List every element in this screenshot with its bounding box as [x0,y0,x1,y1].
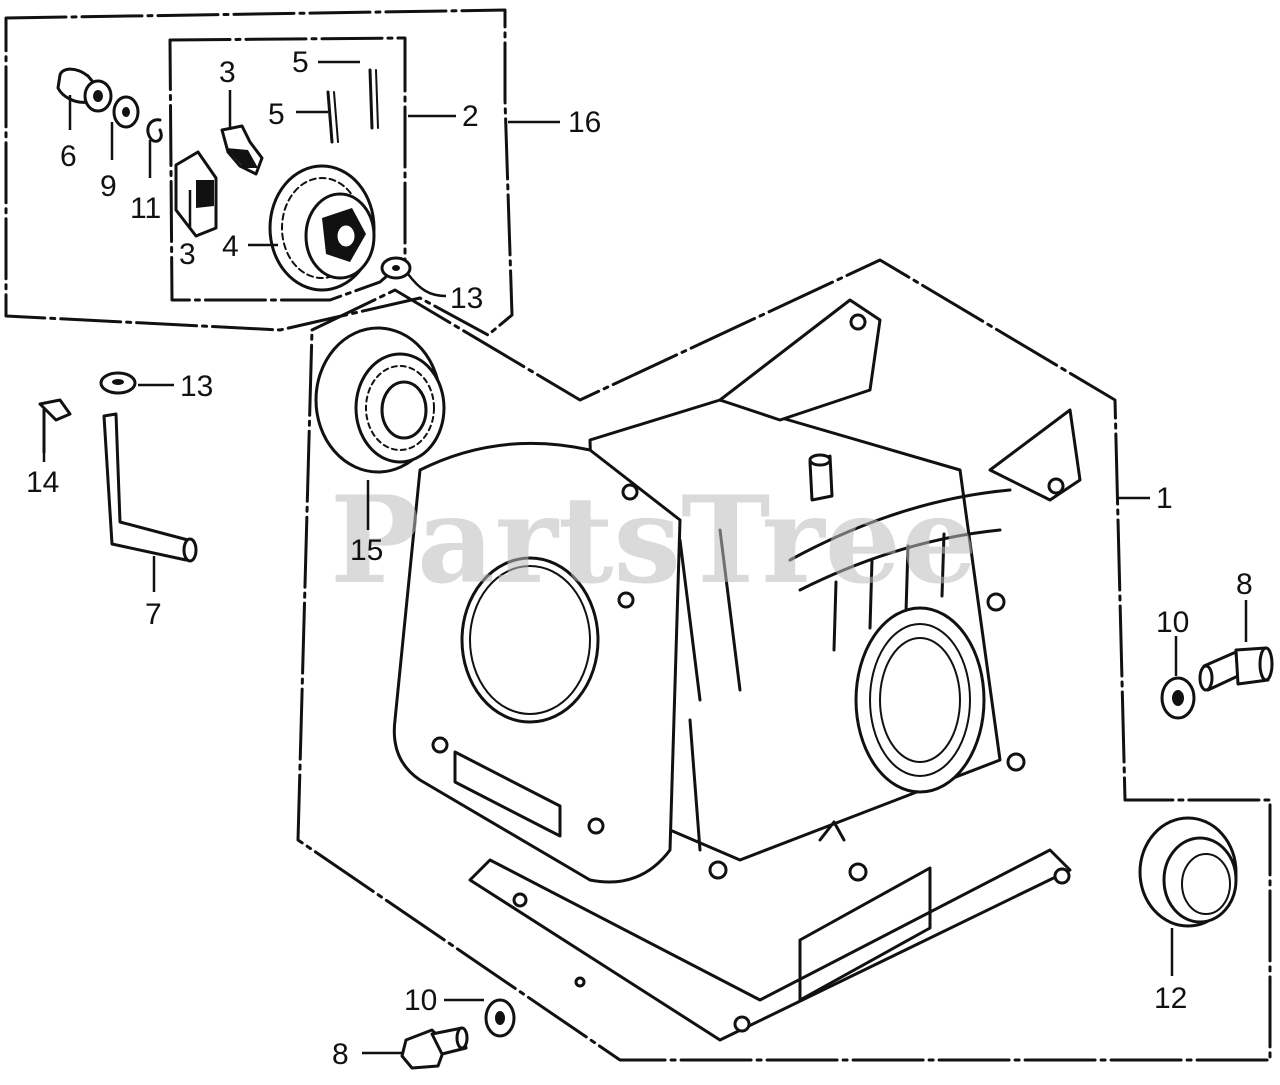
callout-8-right: 8 [1236,568,1253,601]
callout-16: 16 [568,106,601,139]
callout-6: 6 [60,140,77,173]
part-7-pipe [102,412,198,563]
callout-12: 12 [1154,982,1187,1015]
part-13-washer-lower [99,371,137,395]
part-3-cam-lower [174,150,218,238]
callout-4: 4 [222,230,239,263]
part-9-washer [112,95,140,129]
leader-lines [42,60,1248,1055]
callout-9: 9 [100,170,117,203]
part-1-crankcase [392,298,1082,1042]
callout-3-lower: 3 [179,238,196,271]
callout-11: 11 [130,192,161,225]
part-11-clip [146,118,163,143]
callout-5-lower: 5 [268,98,285,131]
callout-2: 2 [462,100,479,133]
group-2-outline [168,36,407,302]
callout-14: 14 [26,466,59,499]
part-10-washer-right [1160,676,1196,720]
group-16-outline [4,8,514,337]
part-13-washer-upper [380,256,412,280]
callout-labels: 6 9 11 3 3 4 5 5 2 16 13 13 14 7 15 1 8 … [26,46,1253,1071]
callout-15: 15 [350,534,383,567]
part-12-oil-seal [1138,816,1238,928]
watermark: PartsTree [330,470,977,611]
part-8-bolt-bottom [400,1026,469,1070]
part-4-governor-gear [268,164,376,292]
callout-3-upper: 3 [219,56,236,89]
callout-10-right: 10 [1156,606,1189,639]
callout-8-bottom: 8 [332,1038,349,1071]
part-15-bearing [314,326,446,474]
group-1-outline [296,258,1272,1062]
part-8-bolt-right [1198,646,1274,692]
part-5-pin-b [326,90,339,144]
part-3-cam-upper [220,124,264,176]
callout-1: 1 [1156,482,1173,515]
callout-13-upper: 13 [450,282,483,315]
callout-7: 7 [145,598,162,631]
callout-13-lower: 13 [180,370,213,403]
part-5-pin-a [368,68,379,130]
callout-5-upper: 5 [292,46,309,79]
part-14-clip [38,398,72,454]
callout-10-bottom: 10 [404,984,437,1017]
part-6-plug [56,67,113,113]
part-10-washer-bottom [484,998,516,1038]
